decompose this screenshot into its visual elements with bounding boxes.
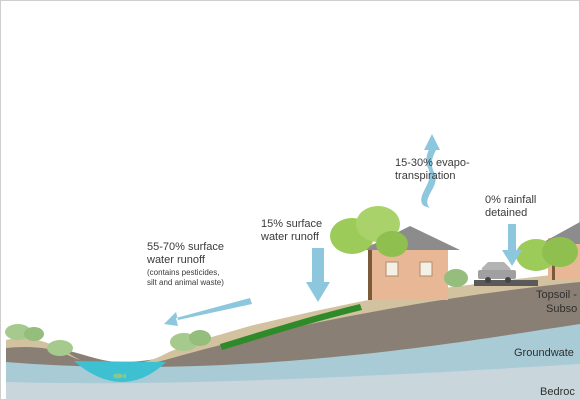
tree-icon [516, 237, 578, 280]
arrow-icon [421, 134, 440, 208]
rainfall-label: 0% rainfall detained [485, 194, 536, 220]
runoff-55-note1: (contains pesticides, [147, 268, 220, 277]
field-strip [220, 304, 362, 350]
evapo-line2: transpiration [395, 170, 456, 183]
arrow-icon [306, 248, 330, 302]
runoff-55-line1: 55-70% surface [147, 241, 225, 253]
runoff-55-note: (contains pesticides, silt and animal wa… [147, 268, 224, 288]
tree-icon [330, 206, 408, 300]
shrub-icon [444, 269, 468, 287]
runoff-15-label: 15% surface water runoff [261, 218, 322, 244]
runoff-15-line1: 15% surface [261, 218, 323, 230]
evapo-line1: 15-30% evapo- [395, 157, 470, 169]
shrub-icon [170, 330, 211, 351]
runoff-55-note2: silt and animal waste) [147, 278, 224, 287]
subsoil-label: Subso [546, 303, 578, 315]
road [474, 280, 538, 286]
runoff-15-line2: water runoff [261, 231, 319, 244]
car-icon [478, 262, 516, 283]
bedrock-label: Bedroc [540, 386, 575, 398]
arrow-icon [502, 224, 522, 266]
fish-icon [113, 373, 126, 379]
subsoil-layer [6, 280, 580, 367]
groundwater-label: Groundwate [514, 347, 574, 359]
topsoil-label: Topsoil - [536, 289, 577, 301]
evapo-label: 15-30% evapo- transpiration [395, 157, 470, 183]
stream-water [74, 361, 166, 382]
shrub-icon [5, 324, 73, 356]
rainfall-line2: detained [485, 207, 528, 220]
runoff-55-line2: water runoff [147, 254, 205, 267]
runoff-55-label: 55-70% surface water runoff [147, 241, 224, 267]
rainfall-line1: 0% rainfall [485, 194, 537, 206]
arrow-icon [164, 298, 252, 326]
